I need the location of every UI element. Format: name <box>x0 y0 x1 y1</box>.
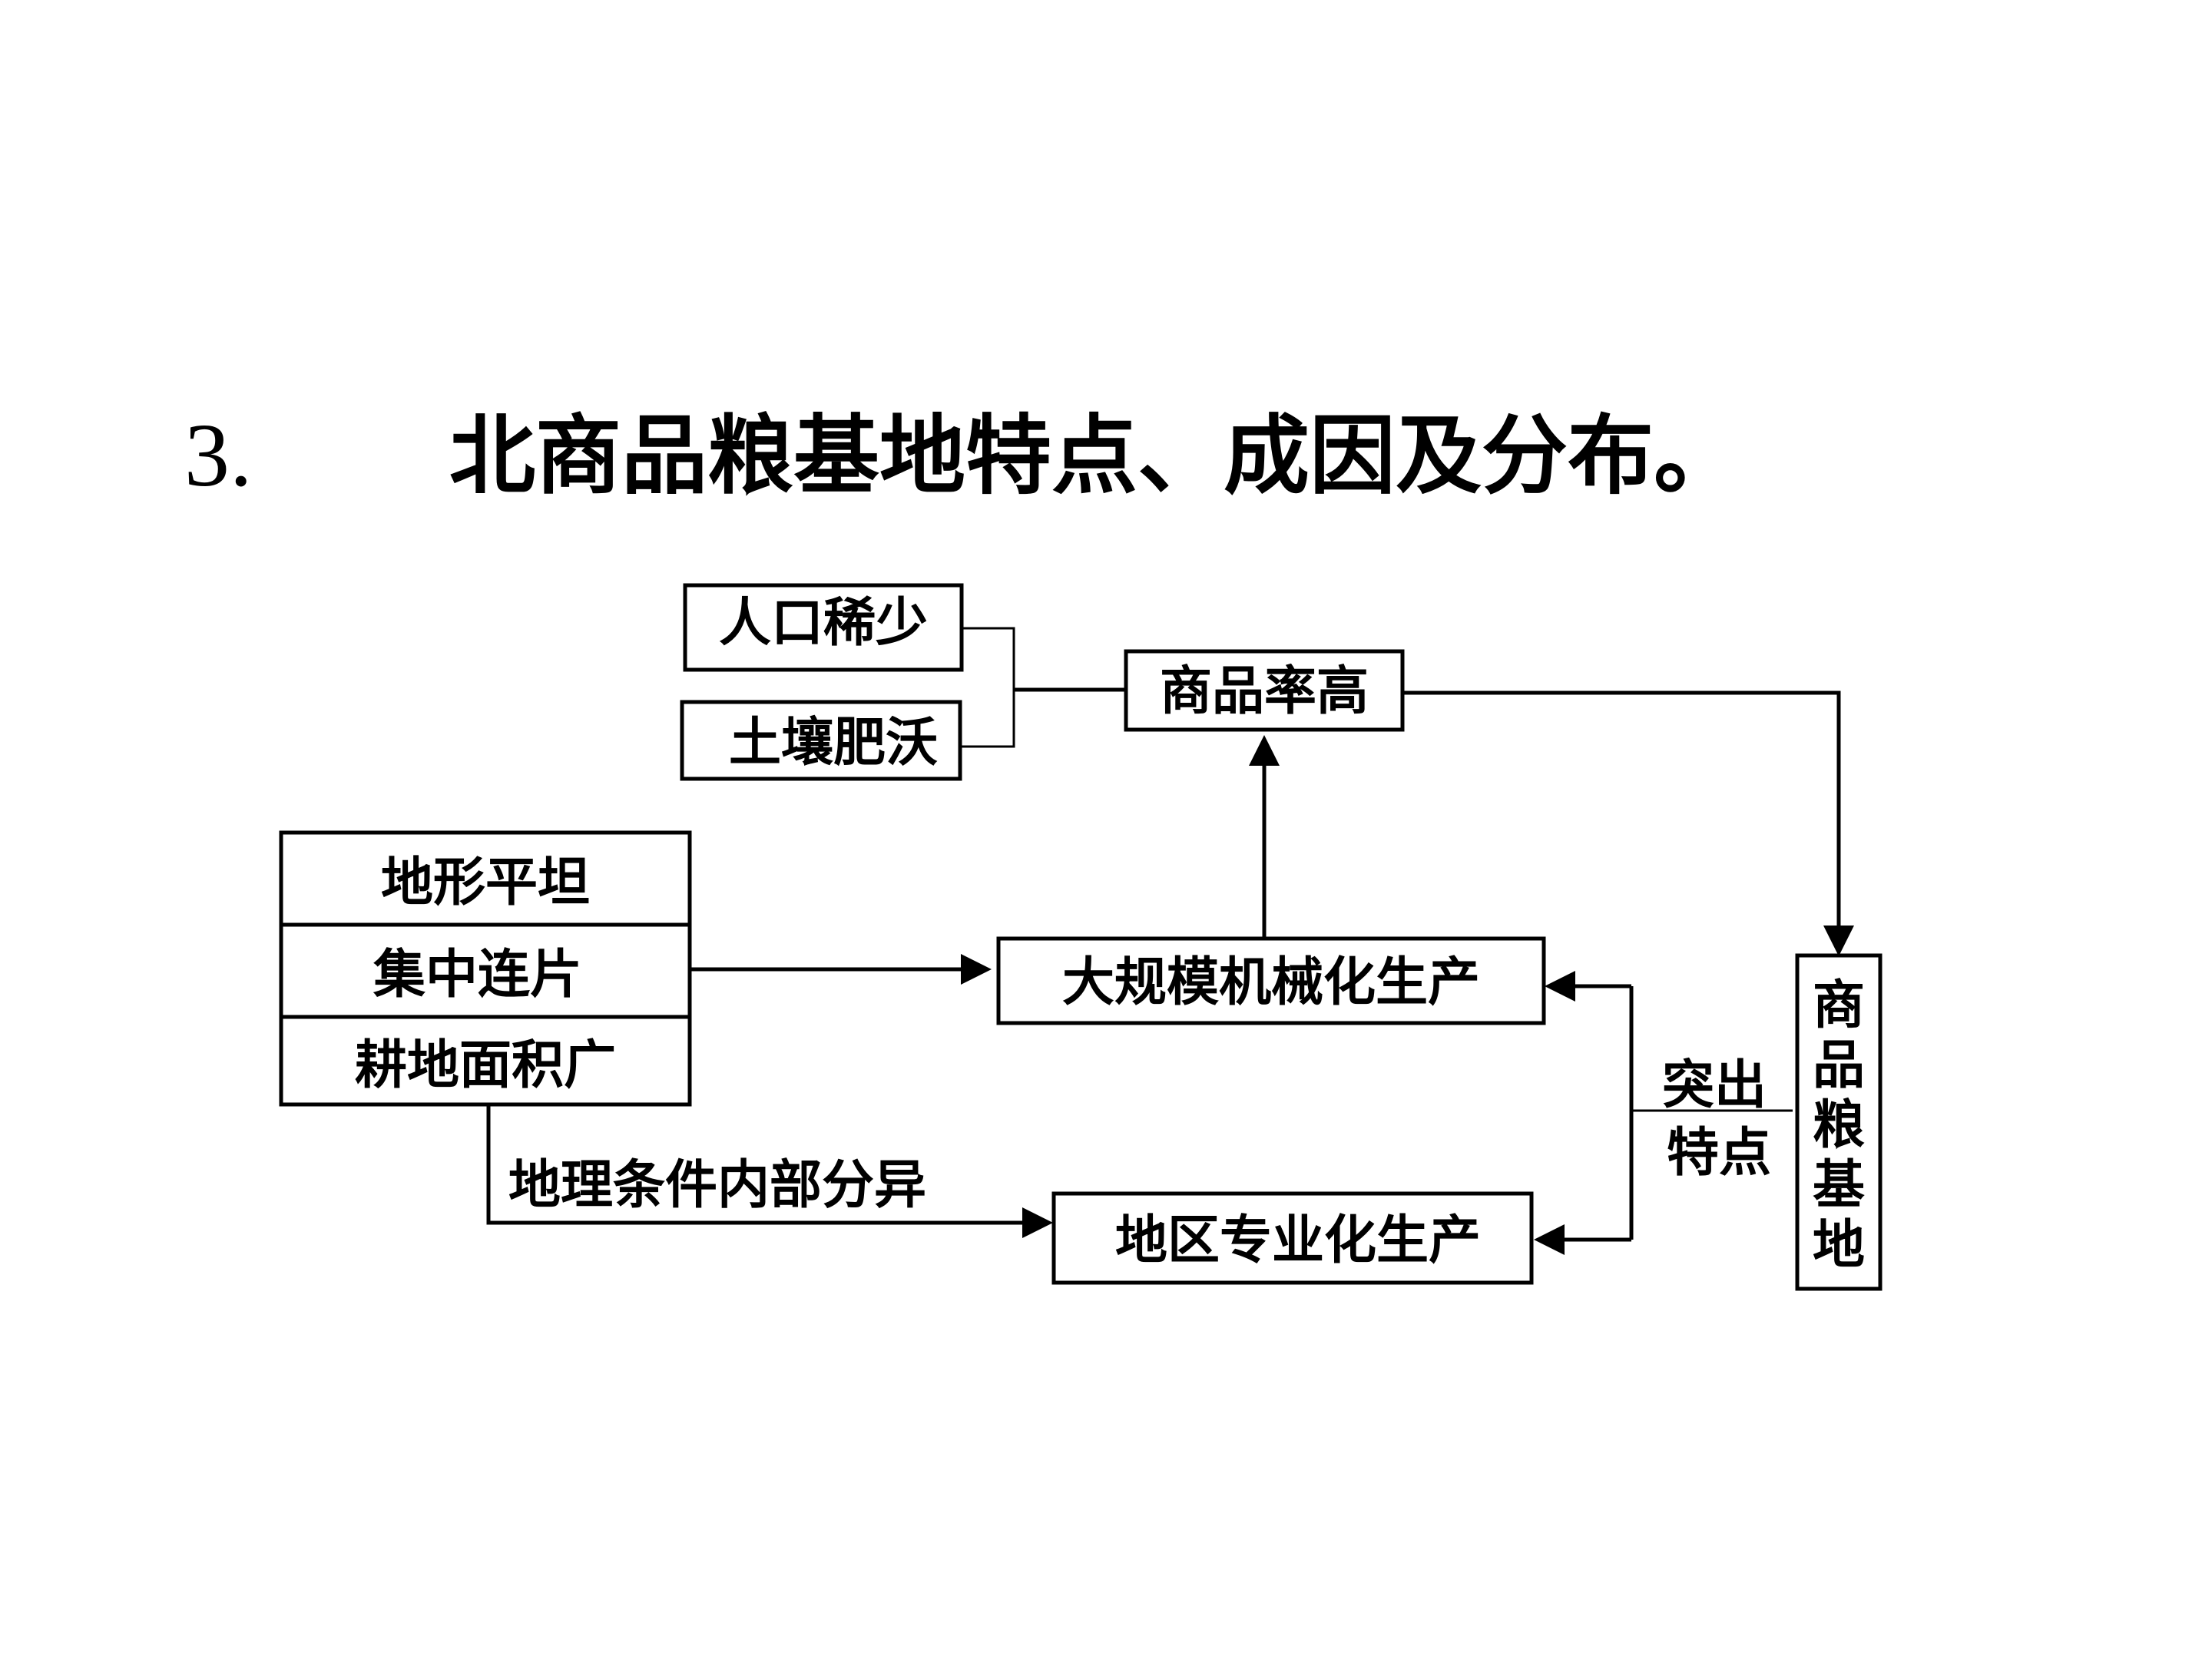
connector-feature-bracket <box>1534 971 1793 1255</box>
box-natural-conditions: 地形平坦 集中连片 耕地面积广 <box>279 830 692 1107</box>
box-mechanized: 大规模机械化生产 <box>996 936 1546 1025</box>
arrow-commodity-to-grain-base <box>1402 690 1854 956</box>
label-specialized: 地区专业化生产 <box>1115 1210 1481 1271</box>
label-commodity-rate: 商品率高 <box>1160 661 1369 722</box>
box-population: 人口稀少 <box>683 583 964 672</box>
connector-population-soil <box>962 627 1126 748</box>
box-commodity-rate: 商品率高 <box>1124 649 1405 732</box>
edge-label-geo-difference: 地理条件内部分异 <box>508 1155 926 1216</box>
label-farmland: 耕地面积广 <box>355 1035 616 1096</box>
box-soil: 土壤肥沃 <box>680 700 962 781</box>
box-grain-base: 商 品 粮 基 地 <box>1795 953 1883 1291</box>
label-soil: 土壤肥沃 <box>729 713 938 773</box>
label-grain-base-4: 基 <box>1813 1155 1865 1216</box>
page-title: 北商品粮基地特点、成因及分布。 <box>449 406 1740 506</box>
label-grain-base-2: 品 <box>1813 1035 1865 1096</box>
edge-label-feature-1: 突出 <box>1662 1055 1767 1116</box>
edge-label-feature-2: 特点 <box>1667 1123 1771 1184</box>
label-mechanized: 大规模机械化生产 <box>1062 952 1480 1013</box>
label-population: 人口稀少 <box>719 593 928 654</box>
arrow-conditions-to-specialized <box>486 1104 1053 1238</box>
label-terrain: 地形平坦 <box>381 853 590 913</box>
label-grain-base-5: 地 <box>1813 1215 1865 1276</box>
box-specialized: 地区专业化生产 <box>1051 1191 1534 1285</box>
label-grain-base-3: 粮 <box>1813 1095 1865 1156</box>
title-number: 3. <box>184 405 253 505</box>
label-contiguous: 集中连片 <box>373 945 582 1005</box>
label-grain-base-1: 商 <box>1813 975 1865 1036</box>
